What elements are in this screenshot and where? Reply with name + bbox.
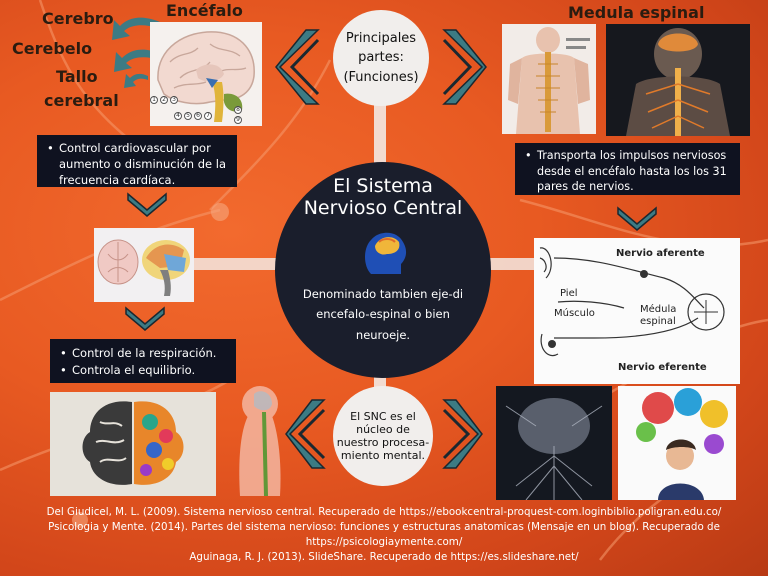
cerebral-label: cerebral (44, 91, 119, 110)
references-line-2: Psicologia y Mente. (2014). Partes del s… (48, 521, 720, 533)
center-title-line2: Nervioso Central (303, 196, 463, 219)
encefalo-function-item: Control de la respiración. (58, 345, 228, 362)
thinking-woman-image (618, 386, 736, 500)
nerves-network-image (496, 386, 612, 500)
chevron-right-icon (442, 399, 483, 469)
principales-line2: partes: (358, 50, 404, 66)
brain-hemispheres-image (50, 392, 216, 496)
chevron-down-icon (127, 192, 167, 217)
encefalo-title: Encéfalo (166, 1, 243, 20)
chevron-right-icon (442, 29, 487, 105)
nucleo-line1: El SNC es el (350, 409, 416, 423)
spine-back-image (502, 24, 596, 134)
snc-center-circle: El Sistema Nervioso Central Denominado t… (275, 162, 491, 378)
body-spinal-image (230, 382, 288, 496)
references-line-3: https://psicologiaymente.com/ (305, 536, 463, 548)
principales-line1: Principales (345, 30, 417, 46)
tallo-label: Tallo (56, 67, 98, 86)
medula-function-item: Transporta los impulsos nerviosos desde … (523, 148, 732, 195)
reflex-label-aferente: Nervio aferente (616, 248, 705, 259)
spine-glow-image (606, 24, 750, 136)
nucleo-line2: núcleo de (356, 422, 410, 436)
reflex-label-eferente: Nervio eferente (618, 362, 707, 373)
references-line-4: Aguinaga, R. J. (2013). SlideShare. Recu… (189, 551, 579, 563)
cerebelo-label: Cerebelo (12, 39, 93, 58)
encefalo-function-item: Control cardiovascular por aumento o dis… (45, 140, 229, 188)
chevron-left-icon (275, 29, 320, 105)
center-desc-line3: neuroeje. (355, 328, 411, 343)
reflex-label-medula: Médula espinal (640, 304, 677, 327)
center-title-line1: El Sistema (333, 175, 433, 197)
principales-partes-circle: Principales partes: (Funciones) (333, 10, 429, 106)
center-desc-line2: encefalo-espinal o bien (316, 307, 450, 322)
encefalo-functions-box-1: Control cardiovascular por aumento o dis… (37, 135, 237, 187)
chevron-down-icon (617, 206, 657, 231)
chevron-down-icon (125, 306, 165, 331)
references-line-1: Del Giudicel, M. L. (2009). Sistema nerv… (46, 506, 722, 518)
nucleo-circle: El SNC es el núcleo de nuestro procesa- … (333, 386, 433, 486)
glowing-head-icon (365, 232, 407, 274)
encefalo-function-item: Controla el equilibrio. (58, 362, 228, 379)
nucleo-line4: miento mental. (340, 449, 426, 463)
medula-title: Medula espinal (568, 3, 705, 22)
reflex-arc-diagram: Nervio aferente Piel Músculo Médula espi… (534, 238, 740, 384)
cerebro-label: Cerebro (42, 9, 114, 28)
nucleo-line3: nuestro procesa- (336, 436, 430, 449)
brain-front-side-image (94, 228, 194, 302)
chevron-left-icon (285, 399, 326, 469)
encefalo-functions-box-2: Control de la respiración. Controla el e… (50, 339, 236, 383)
medula-functions-box: Transporta los impulsos nerviosos desde … (515, 143, 740, 195)
brain-sagittal-image (150, 22, 262, 126)
reflex-label-piel: Piel (560, 288, 578, 299)
reflex-label-musculo: Músculo (554, 308, 595, 319)
center-desc-line1: Denominado tambien eje-di (302, 286, 464, 301)
principales-line3: (Funciones) (343, 69, 419, 85)
